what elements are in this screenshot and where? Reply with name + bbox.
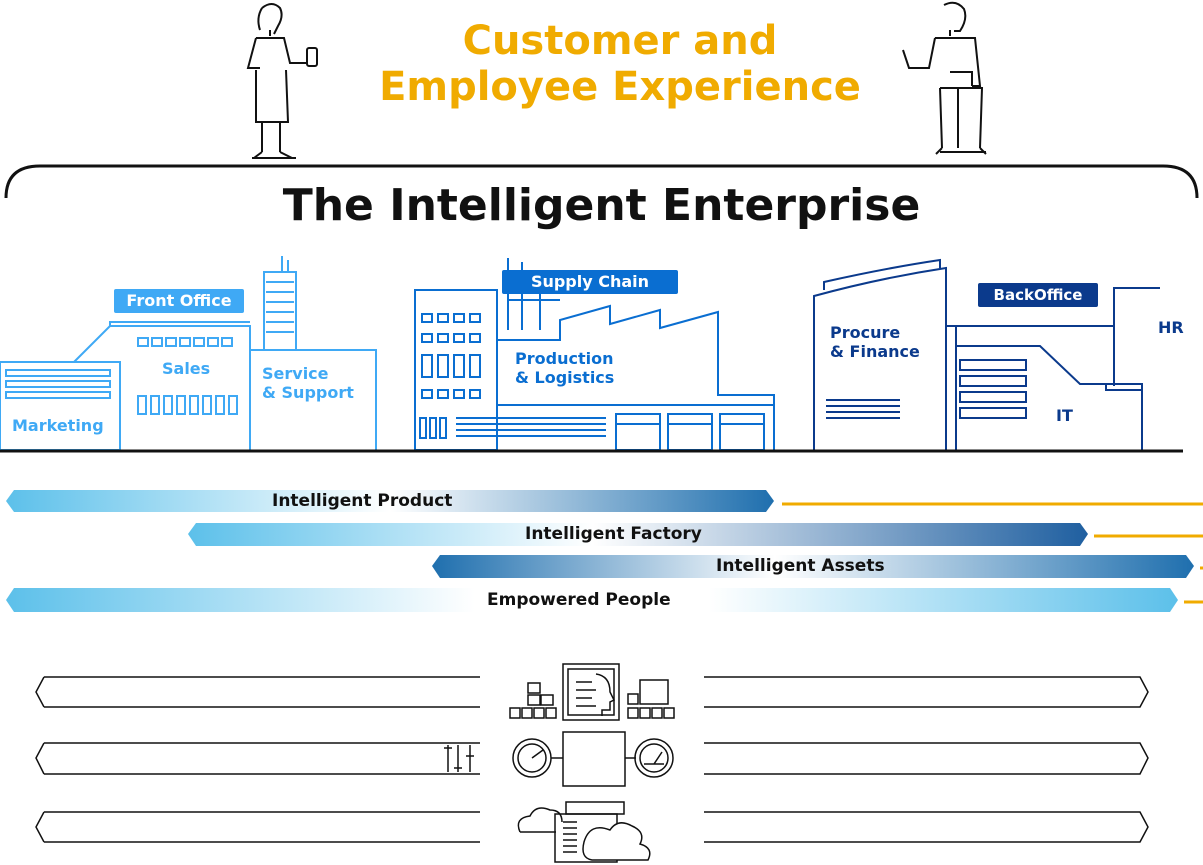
marketing-label: Marketing <box>12 416 104 435</box>
supply-chain-buildings <box>414 258 775 451</box>
band-intelligent-factory <box>188 523 1203 546</box>
bottom-bars <box>35 676 1149 843</box>
sales-label: Sales <box>162 359 211 378</box>
ai-head-icon <box>509 663 675 721</box>
hr-label: HR <box>1158 318 1184 337</box>
experience-title-line1: Customer and <box>462 18 778 64</box>
intelligent-assets-label: Intelligent Assets <box>716 556 885 576</box>
front-office-buildings <box>0 256 377 451</box>
band-empowered-people <box>6 588 1203 612</box>
intelligent-factory-label: Intelligent Factory <box>525 524 702 544</box>
man-with-laptop-icon <box>902 1 987 155</box>
empowered-people-label: Empowered People <box>487 590 671 610</box>
enterprise-title: The Intelligent Enterprise <box>282 180 921 231</box>
production-logistics-label: Production & Logistics <box>515 349 615 387</box>
it-label: IT <box>1056 406 1073 425</box>
cloud-server-icon <box>517 801 651 863</box>
back-office-badge: BackOffice <box>978 283 1098 307</box>
experience-title-line2: Employee Experience <box>379 64 861 110</box>
gauge-icon <box>512 731 674 787</box>
supply-chain-badge: Supply Chain <box>502 270 678 294</box>
procure-finance-label: Procure & Finance <box>830 323 920 361</box>
enterprise-bracket <box>4 164 1199 199</box>
experience-title: Customer and Employee Experience <box>330 18 910 110</box>
woman-with-phone-icon <box>246 3 318 159</box>
intelligent-product-label: Intelligent Product <box>272 491 453 511</box>
service-support-label: Service & Support <box>262 364 354 402</box>
back-office-buildings <box>813 258 1160 450</box>
band-intelligent-product <box>6 490 1203 512</box>
front-office-badge: Front Office <box>114 289 244 313</box>
